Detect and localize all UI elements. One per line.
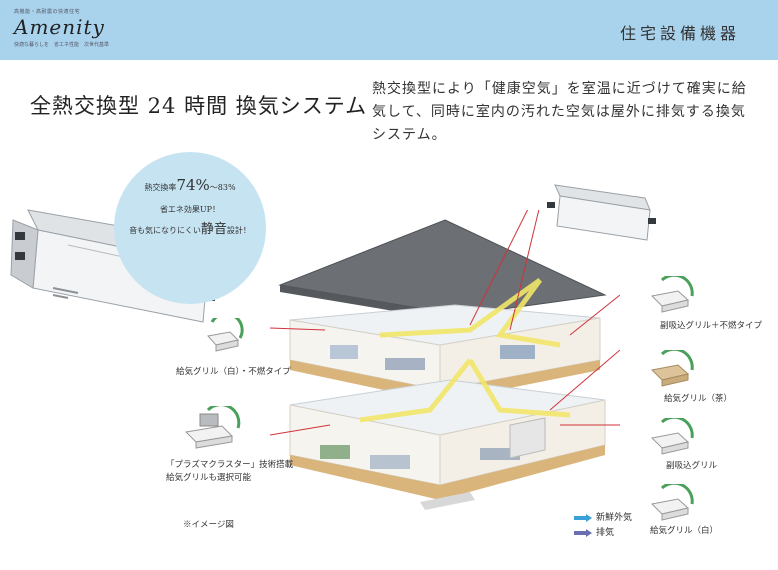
brand-subtitle: 快適な暮らしを 省エネ性能 次世代基準 — [14, 42, 110, 48]
exhaust-arrow-icon — [574, 528, 592, 537]
legend-exhaust: 排気 — [574, 525, 614, 538]
label-exhaust-grille: 副吸込グリル — [666, 461, 718, 471]
legend-fresh-air: 新鮮外気 — [574, 510, 632, 523]
supply-grille-brown-image — [650, 350, 694, 387]
house-cutaway-illustration — [270, 210, 620, 510]
quiet-suffix: 設計！ — [226, 226, 251, 235]
label-supply-grille-brown: 給気グリル（茶） — [664, 394, 733, 404]
exhaust-grille-image — [650, 418, 694, 455]
quiet-design-line: 音も気になりにくい静音設計！ — [114, 218, 266, 237]
efficiency-value: 74% — [176, 176, 210, 194]
label-supply-grille-white: 給気グリル（白） — [650, 526, 719, 536]
header-title: 住宅設備機器 — [619, 24, 740, 43]
label-exhaust-grille-nonflammable: 副吸込グリル＋不燃タイプ — [660, 321, 763, 331]
promo-bubble: 熱交換率74%〜83% 省エネ効果UP！ 音も気になりにくい静音設計！ — [114, 152, 266, 304]
page-title: 全熱交換型 24 時間 換気システム — [30, 94, 368, 118]
efficiency-line: 熱交換率74%〜83% — [114, 176, 266, 194]
plasmacluster-grille-image — [184, 406, 241, 449]
efficiency-suffix: 〜83% — [209, 183, 236, 192]
quiet-emphasis: 静音 — [200, 222, 227, 237]
label-plasmacluster-line1: 「プラズマクラスター」技術搭載 — [166, 460, 294, 470]
quiet-prefix: 音も気になりにくい — [129, 226, 201, 235]
fresh-air-arrow-icon — [574, 513, 592, 522]
roof — [278, 219, 607, 316]
exhaust-grille-nonflammable-image — [650, 276, 694, 313]
legend-exhaust-label: 排気 — [596, 528, 615, 538]
description-text: 熱交換型により「健康空気」を室温に近づけて確実に給気して、同時に室内の汚れた空気… — [372, 81, 747, 143]
brand-name: Amenity — [14, 15, 105, 39]
image-note: ※イメージ図 — [183, 520, 234, 530]
label-supply-grille-white-nonflammable: 給気グリル（白）・不燃タイプ — [176, 367, 291, 377]
brand-tagline: 高機能・高耐震の快適住宅 — [14, 9, 81, 15]
ventilation-unit-small-image — [547, 184, 656, 241]
brand-logo: 高機能・高耐震の快適住宅 Amenity 快適な暮らしを 省エネ性能 次世代基準 — [14, 8, 124, 48]
efficiency-prefix: 熱交換率 — [144, 183, 177, 192]
supply-grille-white-nonflammable-image — [207, 318, 244, 352]
header-bar: 高機能・高耐震の快適住宅 Amenity 快適な暮らしを 省エネ性能 次世代基準… — [0, 0, 778, 60]
label-plasmacluster-line2: 給気グリルも選択可能 — [166, 473, 252, 483]
legend-fresh-air-label: 新鮮外気 — [596, 513, 633, 523]
energy-saving-line: 省エネ効果UP！ — [159, 205, 221, 214]
supply-grille-white-image — [650, 484, 694, 521]
